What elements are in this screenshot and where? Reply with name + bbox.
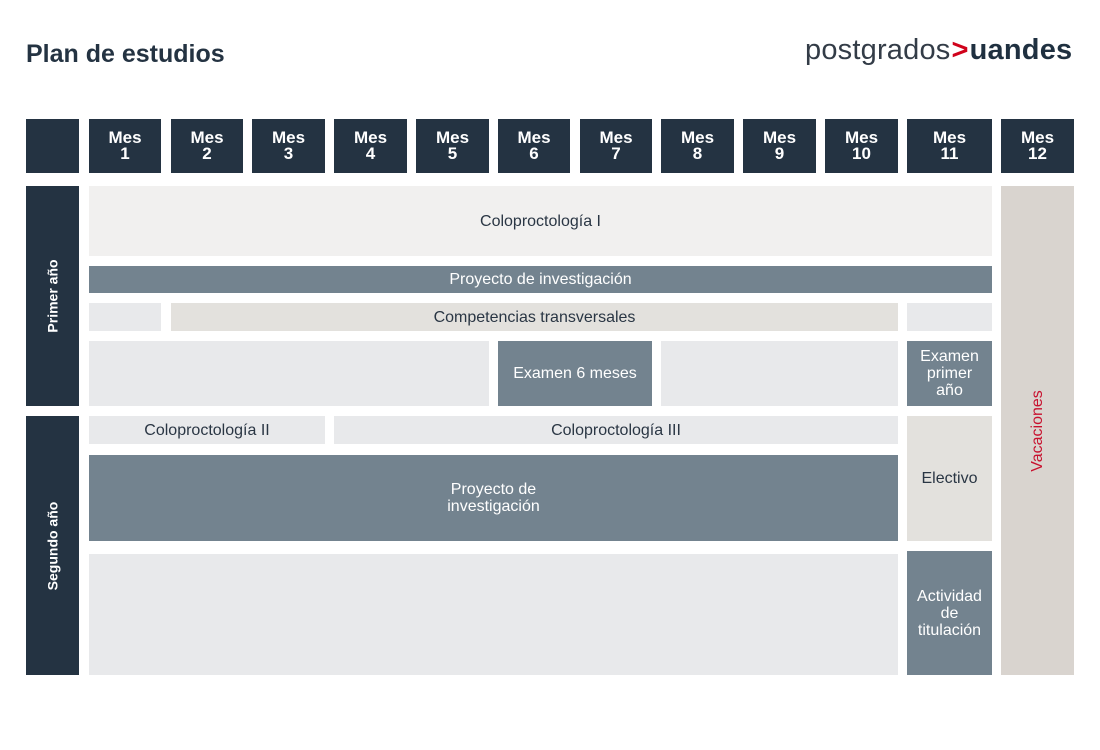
month-label: Mes [190, 128, 224, 147]
block-actividad-titulacion: Actividad de titulación [907, 551, 992, 675]
block-proyecto-investigacion-2: Proyecto de investigación [89, 455, 898, 541]
month-label: Mes [599, 128, 633, 147]
month-number: 11 [940, 144, 959, 163]
month-number: 5 [447, 144, 458, 163]
block-examen-primer-ano: Examen primer año [907, 341, 992, 406]
block-empty-month11-competencias [907, 303, 992, 331]
block-proyecto-investigacion-1: Proyecto de investigación [89, 266, 992, 293]
month-label: Mes [762, 128, 797, 147]
month-label: Mes [271, 128, 306, 147]
year-label-segundo: Segundo año [26, 416, 79, 675]
month-label: Mes [353, 128, 388, 147]
month-number: 12 [1028, 144, 1047, 163]
block-competencias-transversales: Competencias transversales [171, 303, 898, 331]
block-empty-months8-10 [661, 341, 898, 406]
month-label: Mes [1020, 128, 1055, 147]
block-empty-second-year [89, 554, 898, 675]
block-empty-month1 [89, 303, 161, 331]
month-number: 7 [611, 144, 621, 163]
block-vacaciones: Vacaciones [1001, 186, 1074, 675]
block-electivo: Electivo [907, 416, 992, 541]
month-label: Mes [108, 128, 142, 147]
block-coloproctologia-2: Coloproctología II [89, 416, 325, 444]
logo-text-postgrados: postgrados [805, 34, 951, 66]
month-label: Mes [435, 128, 470, 147]
month-number: 6 [529, 144, 539, 163]
month-number: 2 [202, 144, 212, 163]
postgrados-uandes-logo: postgrados>uandes [805, 34, 1072, 67]
logo-chevron-icon: > [951, 34, 969, 66]
month-number: 4 [365, 144, 376, 163]
month-number: 8 [692, 144, 703, 163]
block-examen-6-meses: Examen 6 meses [498, 341, 652, 406]
month-number: 1 [120, 144, 130, 163]
month-number: 10 [852, 144, 871, 163]
month-number: 3 [283, 144, 294, 163]
page-title: Plan de estudios [26, 40, 225, 68]
month-label: Mes [932, 128, 967, 147]
month-label: Mes [517, 128, 551, 147]
month-label: Mes [680, 128, 715, 147]
block-empty-months1-5 [89, 341, 489, 406]
block-coloproctologia-1: Coloproctología I [89, 186, 992, 256]
year-label-primer: Primer año [26, 186, 79, 406]
block-coloproctologia-3: Coloproctología III [334, 416, 898, 444]
logo-text-uandes: uandes [969, 34, 1073, 66]
month-label: Mes [844, 128, 879, 147]
month-number: 9 [774, 144, 785, 163]
header-corner-cell [26, 119, 79, 173]
